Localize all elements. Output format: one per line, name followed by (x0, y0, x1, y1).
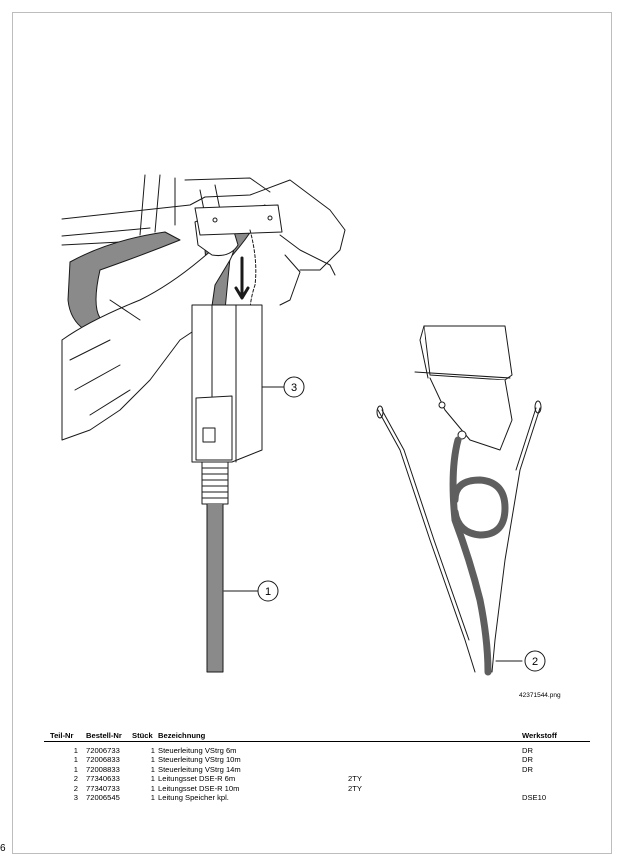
header-bestell-nr: Bestell-Nr (86, 731, 122, 740)
down-arrow (234, 256, 250, 300)
row-stueck: 1 (150, 755, 155, 765)
row-bestell-nr: 72006545 (86, 792, 120, 802)
svg-text:2: 2 (532, 656, 538, 668)
row-bestell-nr: 72006833 (86, 755, 120, 765)
row-werkstoff: DSE10 (522, 792, 547, 802)
junction-box-drawing (414, 325, 513, 451)
threaded-connector-drawing (201, 461, 229, 505)
row-teil-nr: 3 (73, 792, 78, 802)
page-frame (12, 12, 612, 854)
row-werkstoff: DR (522, 746, 533, 755)
header-stueck: Stück (132, 731, 153, 740)
row-note: 2TY (348, 783, 362, 793)
row-bezeichnung: Leitungsset DSE-R 10m (158, 783, 240, 793)
callout-2: 2 (524, 650, 546, 672)
row-teil-nr: 1 (73, 746, 78, 755)
row-werkstoff: DR (522, 755, 533, 765)
row-werkstoff: DR (522, 764, 533, 774)
thin-wire-left (377, 409, 476, 673)
bracket-plate (194, 204, 283, 236)
callout-3: 3 (283, 376, 305, 398)
row-bestell-nr: 77340733 (86, 783, 120, 793)
row-bezeichnung: Steuerleitung VStrg 10m (158, 755, 241, 765)
thin-wire-right (491, 407, 541, 673)
row-note: 2TY (348, 774, 362, 784)
coiled-cable-drawing (449, 436, 492, 676)
row-bezeichnung: Leitungsset DSE-R 6m (158, 774, 236, 784)
row-stueck: 1 (150, 783, 155, 793)
page-number: 6 (0, 843, 6, 854)
header-bezeichnung: Bezeichnung (158, 731, 206, 740)
callout-1: 1 (257, 580, 279, 602)
row-teil-nr: 2 (73, 774, 78, 784)
row-teil-nr: 1 (73, 764, 78, 774)
parts-table-header: Teil-Nr Bestell-Nr Stück Bezeichnung Wer… (44, 730, 590, 742)
row-bestell-nr: 72006733 (86, 746, 120, 755)
image-filename-caption: 42371544.png (519, 692, 561, 699)
row-teil-nr: 2 (73, 783, 78, 793)
row-teil-nr: 1 (73, 755, 78, 765)
header-werkstoff: Werkstoff (522, 731, 557, 740)
row-bestell-nr: 77340633 (86, 774, 120, 784)
row-stueck: 1 (150, 746, 155, 755)
strap-drawing (67, 231, 181, 331)
row-bestell-nr: 72008833 (86, 764, 120, 774)
svg-text:1: 1 (265, 586, 271, 598)
parts-table: Teil-Nr Bestell-Nr Stück Bezeichnung Wer… (44, 730, 590, 802)
header-teil-nr: Teil-Nr (50, 731, 74, 740)
row-stueck: 1 (150, 774, 155, 784)
row-stueck: 1 (150, 792, 155, 802)
row-bezeichnung: Steuerleitung VStrg 14m (158, 764, 241, 774)
cable-drawing (206, 503, 224, 673)
row-bezeichnung: Steuerleitung VStrg 6m (158, 746, 237, 755)
row-stueck: 1 (150, 764, 155, 774)
plug-housing-drawing (191, 304, 263, 463)
row-bezeichnung: Leitung Speicher kpl. (158, 792, 229, 802)
svg-text:3: 3 (291, 382, 297, 394)
